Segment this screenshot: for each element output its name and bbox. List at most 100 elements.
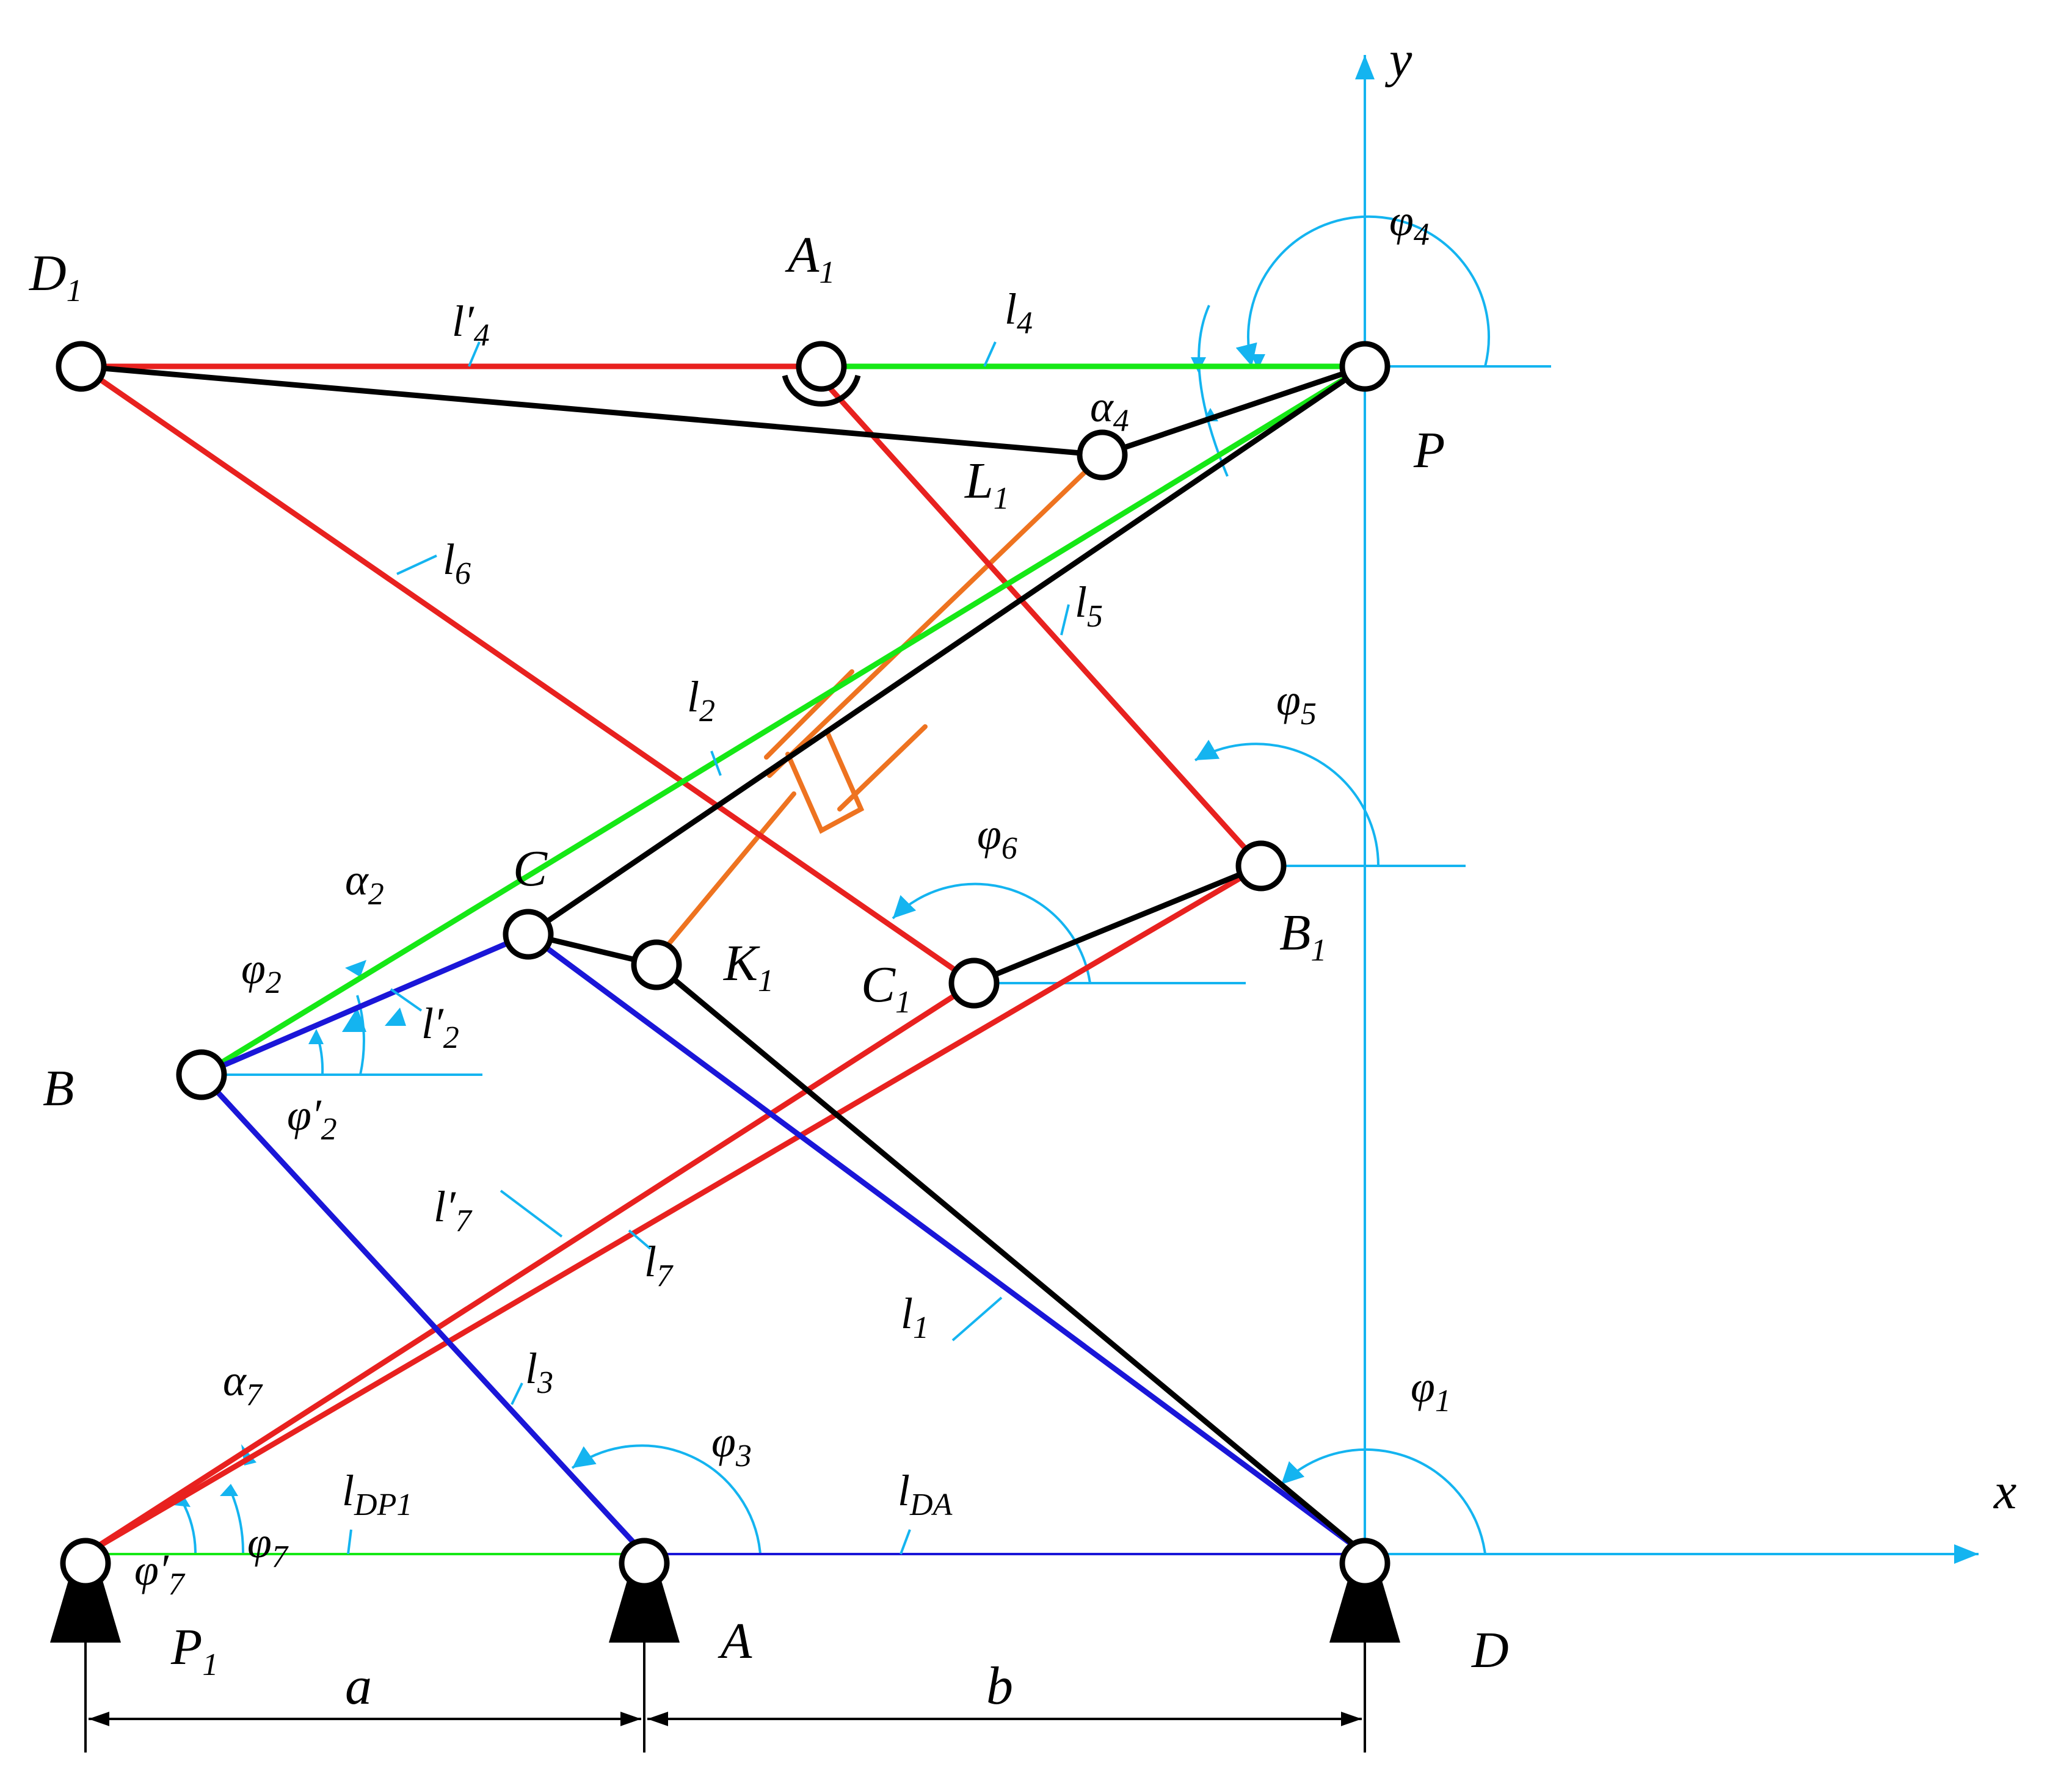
arrowhead-alpha2-2 <box>342 1008 366 1032</box>
joint-p <box>1339 341 1390 392</box>
reference-lines <box>85 55 1979 1564</box>
leader-l7 <box>628 1229 652 1250</box>
leader-l4-prime <box>468 341 481 367</box>
guide-rail-2 <box>837 724 928 812</box>
arc-phi2 <box>356 995 365 1075</box>
arc-phi1 <box>1280 1448 1486 1555</box>
leader-ldp1 <box>347 1529 352 1555</box>
link-l6 <box>78 363 977 986</box>
label-alpha4: α4 <box>1090 382 1129 438</box>
joint-d <box>1339 1538 1390 1589</box>
joint-b1 <box>1235 840 1287 892</box>
label-d: D <box>1471 1622 1509 1679</box>
label-l5: l5 <box>1075 578 1103 634</box>
links-black <box>78 363 1368 1557</box>
link-l2-prime <box>198 931 531 1078</box>
link-l1-p <box>1099 363 1368 458</box>
leader-lda <box>900 1529 911 1555</box>
arc-phi6 <box>892 882 1091 984</box>
joint-l1 <box>1077 429 1128 481</box>
leader-l1 <box>951 1296 1003 1342</box>
slider-link-k1 <box>654 791 796 961</box>
link-l3 <box>198 1072 647 1557</box>
slider-guide <box>654 465 1092 961</box>
joint-p1 <box>60 1538 111 1589</box>
label-p: P <box>1413 422 1445 479</box>
link-p-c <box>525 363 1368 937</box>
label-k1: K1 <box>723 935 774 998</box>
arrowhead-phi2p <box>308 1029 324 1044</box>
angle-arcs <box>181 215 1490 1555</box>
leader-l6 <box>396 554 437 575</box>
arrowhead-alpha2-1 <box>345 960 366 977</box>
joint-k1 <box>631 939 682 990</box>
y-axis-label: y <box>1384 31 1412 88</box>
label-l1: L1 <box>964 452 1009 516</box>
links-green <box>198 363 1368 1078</box>
arrowhead-phi7p <box>174 1495 191 1507</box>
joint-a1 <box>796 341 847 392</box>
label-phi2-prime: φ′2 <box>287 1091 337 1147</box>
label-l4: l4 <box>1005 285 1033 341</box>
label-phi4: φ4 <box>1389 196 1430 252</box>
links-red <box>78 363 1264 1557</box>
arrowhead-alpha2-3 <box>385 1008 406 1026</box>
label-ldp1: lDP1 <box>342 1466 412 1522</box>
label-l1: l1 <box>901 1289 929 1345</box>
label-a1: A1 <box>785 227 835 290</box>
leader-l4 <box>983 341 997 367</box>
arc-phi3 <box>571 1444 762 1555</box>
joint-d1 <box>56 341 107 392</box>
label-l2: l2 <box>687 672 715 728</box>
leader-l5 <box>1060 604 1070 636</box>
label-alpha7: α7 <box>223 1356 263 1412</box>
dimension-lines <box>84 1643 1366 1753</box>
joint-c1 <box>948 957 1000 1009</box>
link-l7-prime <box>82 980 977 1557</box>
link-l7 <box>82 863 1264 1557</box>
x-axis-label: x <box>1993 1463 2016 1520</box>
leader-l3 <box>511 1382 523 1405</box>
label-lda: lDA <box>898 1466 953 1522</box>
arrowhead-phi4-p <box>1251 354 1265 369</box>
support-p1 <box>50 1578 121 1643</box>
label-l7: l7 <box>644 1237 674 1293</box>
links-blue <box>198 931 1368 1557</box>
arc-phi4 <box>1235 215 1490 367</box>
label-l7-prime: l′7 <box>434 1182 473 1238</box>
label-d1: D1 <box>29 245 82 308</box>
label-alpha2: α2 <box>345 855 384 912</box>
leader-l7-prime <box>500 1190 563 1238</box>
link-l1 <box>525 931 1368 1557</box>
label-b: B <box>43 1060 74 1117</box>
label-b1: B1 <box>1279 904 1326 968</box>
guide-rod <box>767 465 1092 778</box>
label-c: C <box>513 840 548 897</box>
link-l2 <box>198 363 1368 1078</box>
joint-a1-bearing <box>782 374 861 407</box>
label-c1: C1 <box>861 956 911 1020</box>
link-l5 <box>818 376 1264 869</box>
label-phi1: φ1 <box>1411 1362 1451 1418</box>
label-phi7-prime: φ′7 <box>134 1546 186 1602</box>
label-l2-prime: l′2 <box>421 999 459 1055</box>
joint-b <box>176 1049 227 1100</box>
label-l6: l6 <box>443 535 471 591</box>
label-dim-a: a <box>345 1657 372 1716</box>
joints <box>56 341 1390 1589</box>
label-phi7: φ7 <box>247 1518 289 1574</box>
label-leaders <box>347 341 1070 1555</box>
arc-alpha4 <box>1198 305 1229 477</box>
support-a <box>609 1578 680 1643</box>
label-phi5: φ5 <box>1276 675 1317 732</box>
label-l4-prime: l′4 <box>452 297 490 353</box>
label-l3: l3 <box>525 1344 553 1400</box>
label-dim-b: b <box>986 1657 1013 1716</box>
leader-l2-prime <box>390 988 423 1012</box>
label-phi2: φ2 <box>241 944 282 1000</box>
label-p1: P1 <box>170 1619 218 1682</box>
ground-supports <box>50 1578 1400 1643</box>
link-d1-l1 <box>78 363 1105 458</box>
label-phi6: φ6 <box>977 810 1017 866</box>
